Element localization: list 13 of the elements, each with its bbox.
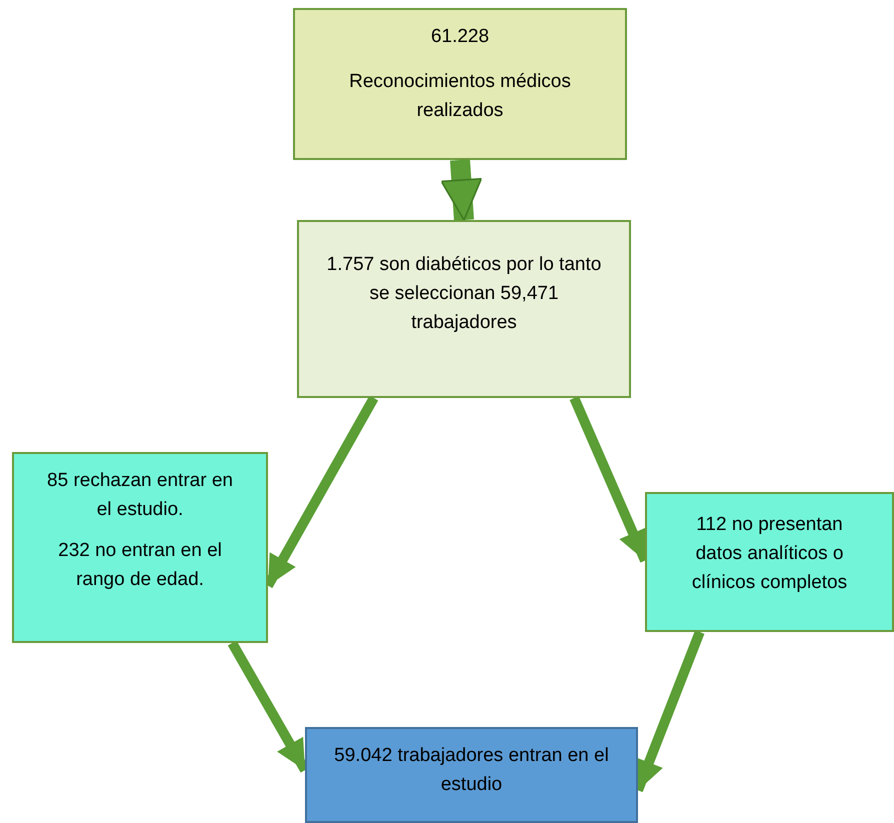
box-text: 112 no presentan datos analíticos o clínicos completos [690, 513, 848, 595]
box-text: 1.757 son diabéticos por lo tanto se seleccionan 59,471 trabajadores [326, 253, 602, 335]
box-text: 61.228 [430, 25, 490, 49]
process-box [12, 452, 268, 643]
process-box [305, 727, 638, 823]
arrow [440, 159, 482, 221]
box-text: 85 rechazan entrar en el estudio. [46, 469, 234, 522]
process-box [297, 220, 631, 398]
box-text: Reconocimientos médicos realizados [348, 70, 572, 123]
box-text: 59.042 trabajadores entran en el estudio [333, 744, 610, 797]
process-box [293, 8, 627, 160]
box-text: 232 no entran en el rango de edad. [57, 539, 223, 592]
process-box [645, 492, 894, 632]
